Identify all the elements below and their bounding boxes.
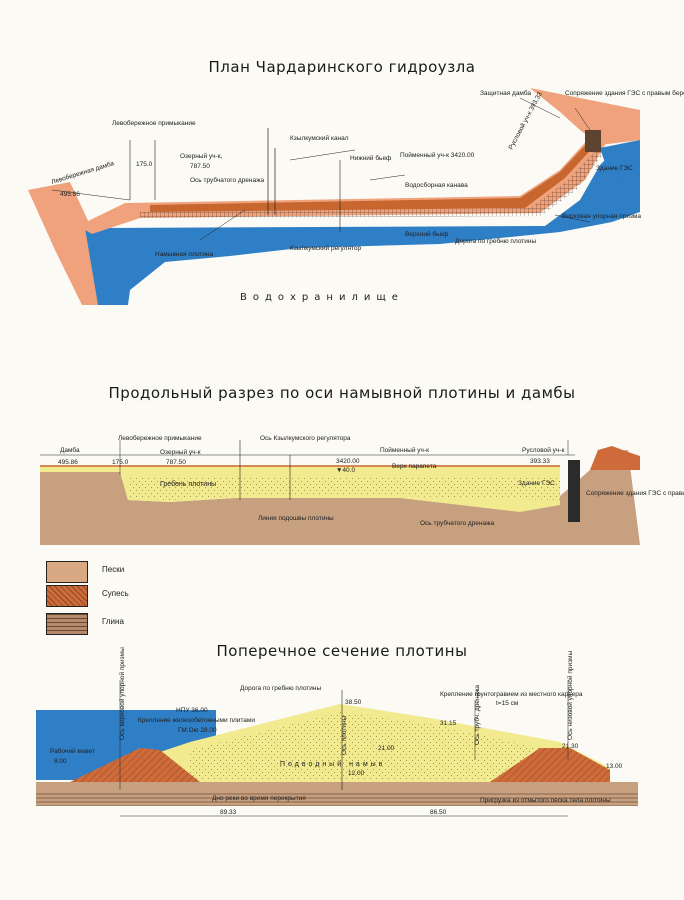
plan-lake-section-len: 787.50 xyxy=(190,163,210,170)
long-parapet: Верх парапета xyxy=(392,463,437,470)
long-dam: Дамба xyxy=(60,446,80,454)
cross-npu: НПУ 36.00 xyxy=(176,707,208,714)
long-regulator-axis: Ось Кзылкумского регулятора xyxy=(260,435,351,442)
plan-tail-water: Нижний бьеф xyxy=(350,154,392,162)
long-crest: Гребень плотины xyxy=(160,480,216,488)
plan-hpp: Здание ГЭС xyxy=(596,165,633,172)
plan-left-dam-len: 495.86 xyxy=(60,191,80,198)
cross-mark-3115: 31.15 xyxy=(440,720,457,727)
legend-sandy-loam: Супесь xyxy=(46,585,166,607)
cross-mark-800: 8.00 xyxy=(54,758,67,765)
plan-upper-prism: Верховая упорная призма xyxy=(562,213,641,220)
cross-concrete: Крепление железобетонными плитами xyxy=(138,716,255,724)
cross-pressure: Рабочий кювет xyxy=(50,747,95,755)
longitudinal-title: Продольный разрез по оси намывной плотин… xyxy=(108,384,576,402)
long-junction-right: Сопряжение здания ГЭС с правым берегом xyxy=(586,489,684,497)
legend-clay: Глина xyxy=(46,613,166,635)
plan-head-water: Верхний бьеф xyxy=(405,230,449,238)
plan-dam-core xyxy=(150,138,598,212)
plan-tail-channel xyxy=(600,140,640,178)
legend-clay-swatch xyxy=(46,613,88,635)
plan-left-bank xyxy=(28,182,110,305)
long-dam-dots xyxy=(130,476,560,500)
cross-dam-axis: Ось плотины xyxy=(341,715,348,755)
plan-junction-right: Сопряжение здания ГЭС с правым берегом xyxy=(565,89,684,97)
cross-core: Подводный намыв xyxy=(280,760,385,768)
plan-collector: Водосборная канава xyxy=(405,181,468,189)
cross-downstream-prism-axis: Ось низовой упорной призмы xyxy=(566,650,574,740)
cross-gmo: ГМ.Ою 28.00 xyxy=(178,727,217,734)
cross-dim-left: 89.33 xyxy=(220,809,237,816)
plan-regulator: Кзылкумский регулятор xyxy=(290,244,361,252)
cross-mark-2100: 21.00 xyxy=(378,745,395,752)
cross-gravel-t: t=15 см xyxy=(496,700,519,707)
long-parapet-mark: ▼40.0 xyxy=(336,467,355,474)
plan-protective-dam: Защитная дамба xyxy=(480,89,531,97)
cross-lower-prism-axis: Ось верховой упорной призмы xyxy=(118,647,126,740)
plan-floodplain: Пойменный уч-к 3420.00 xyxy=(400,151,475,159)
plan-right-bank xyxy=(530,88,640,145)
cross-crest-road: Дорога по гребню плотины xyxy=(240,684,321,692)
long-floodplain: Пойменный уч-к xyxy=(380,446,429,454)
cross-crest-mark: 38.50 xyxy=(345,699,362,706)
plan-channel-section: Русловой уч-к 393.33 xyxy=(507,90,544,151)
long-lake-section: Озерный уч-к xyxy=(160,448,201,456)
legend-sandy-loam-label: Супесь xyxy=(102,589,129,598)
legend-clay-label: Глина xyxy=(102,617,124,626)
cross-left-prism-hatch xyxy=(70,748,200,782)
cross-mark-1200: 12.00 xyxy=(348,770,365,777)
cross-section: Дорога по гребню плотины 38.50 НПУ 36.00… xyxy=(36,647,638,817)
long-floodplain-len: 3420.00 xyxy=(336,458,360,465)
cross-mark-1300: 13.00 xyxy=(606,763,623,770)
longitudinal-section: Дамба 495.86 Левобережное примыкание 175… xyxy=(40,434,684,545)
plan-section: Левобережная дамба 495.86 Левобережное п… xyxy=(28,88,684,305)
legend-sand-label: Пески xyxy=(102,565,125,574)
legend-sand-swatch xyxy=(46,561,88,583)
cross-gravel: Крепление грунтогравием из местного карь… xyxy=(440,691,583,698)
plan-dam: Намывная плотина xyxy=(155,251,213,258)
cross-dim-right: 86.50 xyxy=(430,809,447,816)
cross-drain-axis: Ось трубч. дренажа xyxy=(473,685,481,745)
long-dam-len: 495.86 xyxy=(58,459,78,466)
cross-section-title: Поперечное сечение плотины xyxy=(216,642,468,660)
long-channel-section: Русловой уч-к xyxy=(522,446,564,454)
long-channel-len: 393.33 xyxy=(530,458,550,465)
plan-reservoir xyxy=(85,150,640,305)
long-right-bank xyxy=(590,446,640,470)
plan-title: План Чардаринского гидроузла xyxy=(208,58,476,76)
long-hpp xyxy=(568,460,580,522)
plan-dam-body xyxy=(78,135,606,234)
legend-sandy-loam-swatch xyxy=(46,585,88,607)
long-hpp-label: Здание ГЭС xyxy=(518,480,555,487)
cross-river-bottom: Дно реки во время перекрытия xyxy=(212,795,306,802)
plan-reservoir-label: Водохранилище xyxy=(240,292,404,303)
long-base-line: Линия подошвы плотины xyxy=(258,515,334,522)
plan-left-junction: Левобережное примыкание xyxy=(112,119,196,127)
plan-canal: Кзылкумский канал xyxy=(290,134,349,142)
long-lake-section-len: 787.50 xyxy=(166,459,186,466)
plan-lake-section: Озерный уч-к, xyxy=(180,152,223,160)
legend-sand: Пески xyxy=(46,561,166,583)
plan-left-dam: Левобережная дамба xyxy=(50,159,115,186)
plan-crest-road: Дорога по гребню плотины xyxy=(455,237,536,245)
plan-hpp-block xyxy=(585,130,601,152)
long-drain-axis: Ось трубчатого дренажа xyxy=(420,519,494,527)
plan-drain-axis: Ось трубчатого дренажа xyxy=(190,176,264,184)
plan-left-junction-len: 175.0 xyxy=(136,161,153,168)
cross-dam-dots xyxy=(190,712,540,780)
cross-mark-2130: 21.30 xyxy=(562,743,579,750)
long-left-junction: Левобережное примыкание xyxy=(118,434,202,442)
cross-load: Пригрузка из отмытого песка тела плотины xyxy=(480,797,611,804)
cross-foundation-clay xyxy=(36,792,638,806)
long-left-junction-len: 175.0 xyxy=(112,459,129,466)
cross-right-prism-hatch xyxy=(490,748,610,782)
